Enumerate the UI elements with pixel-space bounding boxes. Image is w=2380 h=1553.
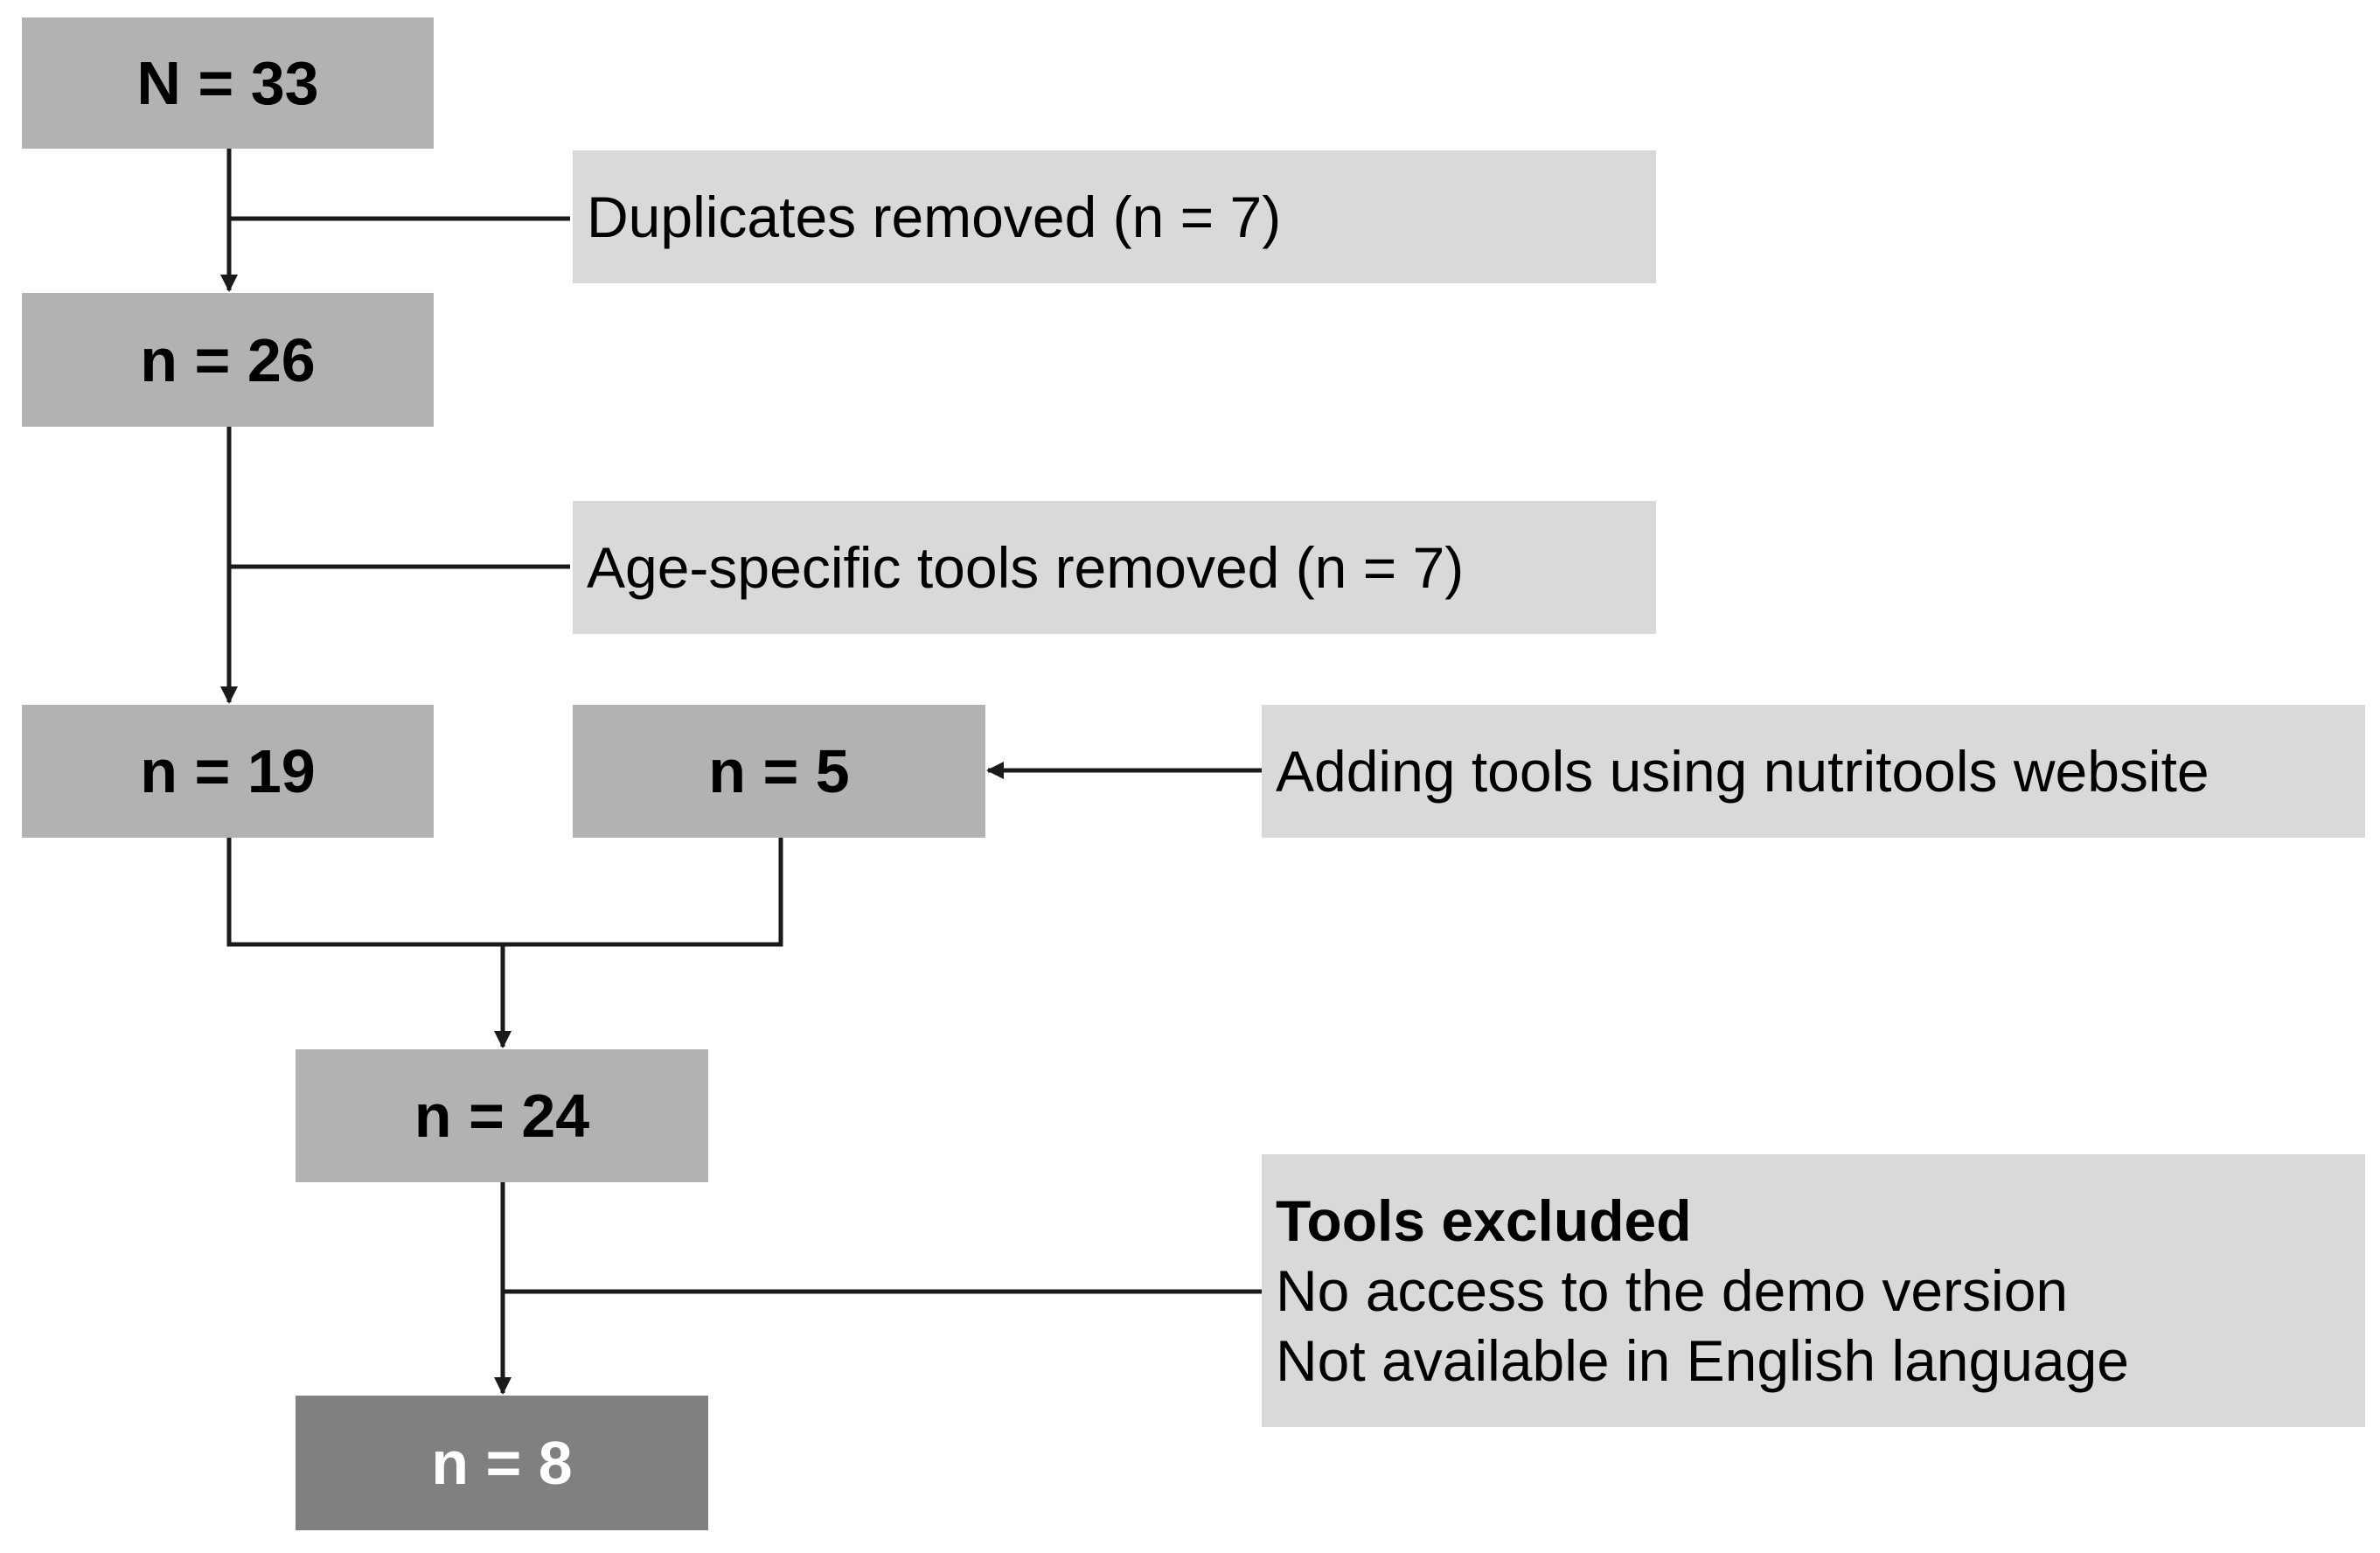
note-duplicates-removed: Duplicates removed (n = 7) <box>573 150 1656 283</box>
node-after-duplicates: n = 26 <box>22 293 434 427</box>
node-start: N = 33 <box>22 17 434 149</box>
excluded-title: Tools excluded <box>1276 1188 1692 1253</box>
note-age-specific-removed: Age-specific tools removed (n = 7) <box>573 501 1656 634</box>
node-after-age-specific: n = 19 <box>22 705 434 838</box>
node-final: n = 8 <box>296 1396 708 1530</box>
node-combined: n = 24 <box>296 1049 708 1182</box>
excluded-reason-language: Not available in English language <box>1276 1328 2130 1393</box>
note-adding-tools: Adding tools using nutritools website <box>1262 705 2365 838</box>
node-added-tools: n = 5 <box>573 705 985 838</box>
excluded-reason-demo: No access to the demo version <box>1276 1258 2069 1323</box>
note-tools-excluded: Tools excluded No access to the demo ver… <box>1262 1154 2365 1427</box>
merge-connector <box>226 838 783 947</box>
